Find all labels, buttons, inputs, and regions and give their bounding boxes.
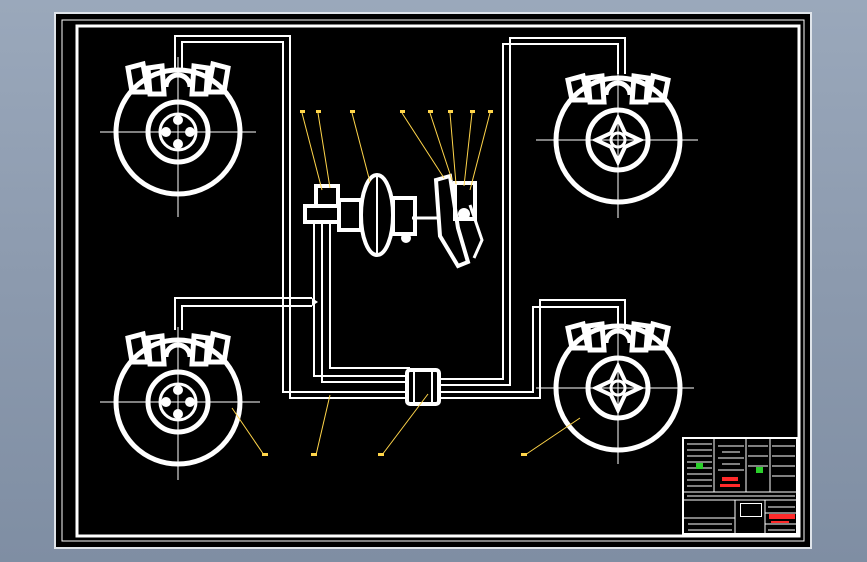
caliper — [565, 320, 671, 353]
brake-line-master-a — [313, 222, 410, 377]
inner-border — [75, 24, 801, 538]
outer-border — [61, 19, 805, 542]
master-cylinder — [303, 204, 341, 224]
red-stamp — [720, 484, 740, 487]
wheel-rear-left — [100, 327, 260, 480]
brake-line-master-c — [329, 222, 410, 369]
title-block — [682, 437, 798, 535]
caliper — [565, 72, 671, 105]
brake-lines — [174, 35, 626, 399]
brake-line-front-right-inner — [438, 43, 619, 380]
proportioning-valve — [405, 368, 441, 406]
brake-line-front-left-inner — [181, 41, 410, 393]
master-cylinder-booster-assembly — [303, 173, 484, 269]
callout-numbers — [262, 110, 527, 456]
brake-line-front-left-outer — [174, 35, 410, 399]
leader-lines — [231, 112, 581, 456]
red-stamp — [722, 477, 738, 481]
brake-line-front-right-outer — [438, 37, 626, 386]
caliper — [125, 330, 231, 367]
company-stamp — [769, 514, 795, 519]
brake-line-rear-left-inner — [181, 305, 312, 330]
caliper — [125, 60, 231, 97]
brake-pedal — [433, 173, 471, 269]
brake-line-rear-right-outer — [438, 299, 626, 399]
wheel-rear-right — [536, 310, 694, 464]
brake-line-master-b — [321, 222, 410, 383]
wheel-front-right — [536, 60, 698, 218]
approval-mark — [696, 463, 703, 469]
wheel-front-left — [100, 57, 256, 217]
tee-junction — [312, 298, 318, 306]
approval-mark — [756, 467, 763, 473]
brake-line-rear-left-outer — [174, 297, 312, 330]
